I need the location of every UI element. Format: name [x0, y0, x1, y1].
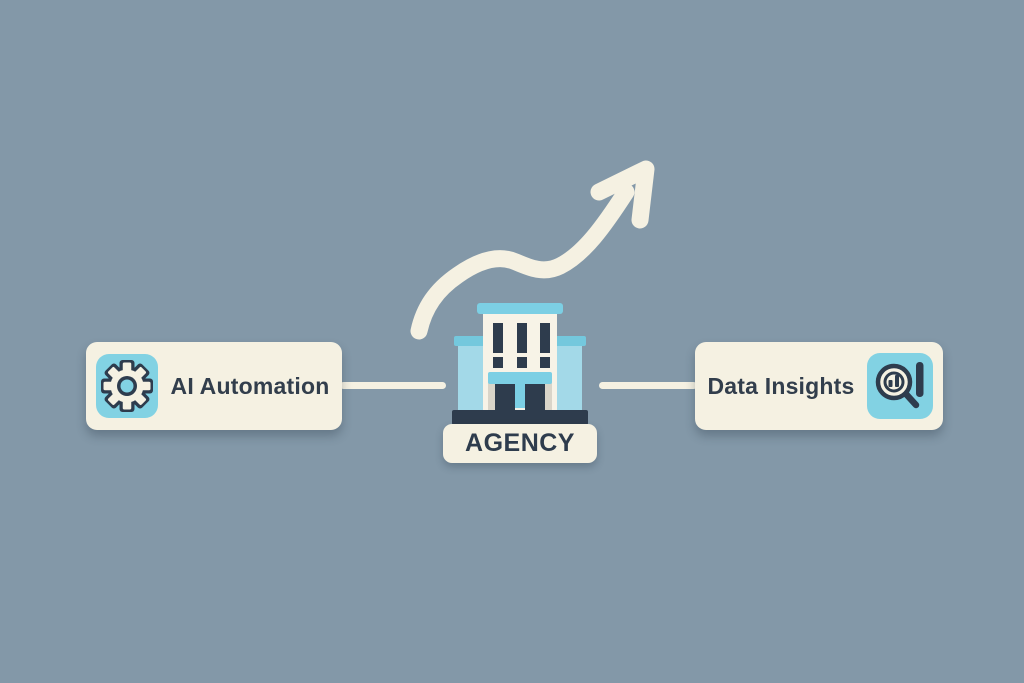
agency-label: AGENCY	[465, 429, 575, 457]
building-icon	[440, 298, 600, 430]
right-connector-line	[599, 382, 697, 389]
magnifier-bar-chart-icon	[875, 362, 924, 409]
gear-icon-tile	[96, 354, 158, 418]
data-insights-label: Data Insights	[707, 373, 855, 399]
left-connector-line	[340, 382, 446, 389]
agency-label-pill: AGENCY	[443, 424, 597, 463]
ai-automation-label: AI Automation	[170, 373, 330, 399]
growth-arrow-icon	[398, 148, 668, 348]
ai-automation-card: AI Automation	[86, 342, 342, 430]
magnifier-icon-tile	[867, 353, 933, 419]
data-insights-card: Data Insights	[695, 342, 943, 430]
gear-icon	[101, 360, 153, 412]
